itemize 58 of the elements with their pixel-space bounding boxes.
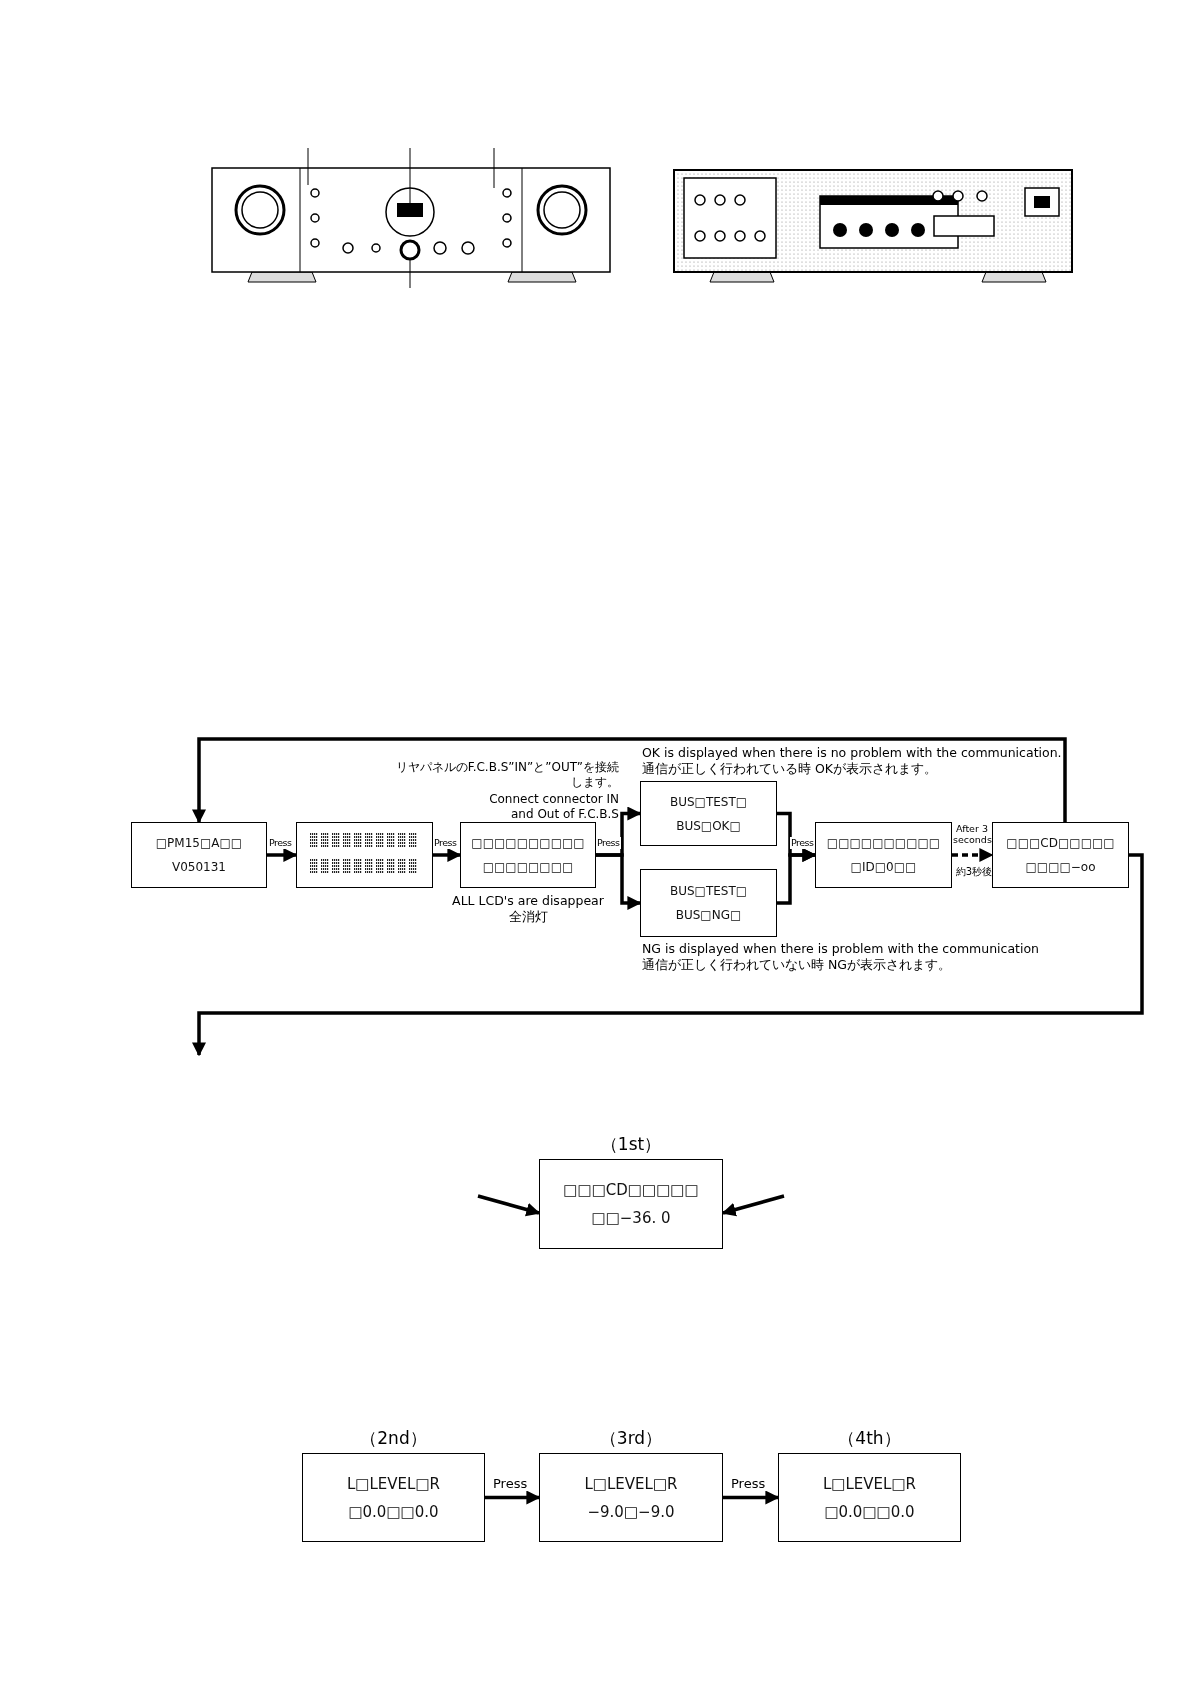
display-text: BUS□NG□ bbox=[675, 907, 742, 924]
arrow bbox=[723, 1490, 780, 1505]
note-text: NG is displayed when there is problem with the communication bbox=[642, 941, 1040, 956]
display-text: V050131 bbox=[172, 859, 226, 876]
display-text: □□−36. 0 bbox=[591, 1208, 671, 1228]
display-text: □□□CD□□□□□ bbox=[1006, 835, 1115, 852]
step-heading: （2nd） bbox=[359, 1427, 428, 1450]
note-text: 約3秒後 bbox=[954, 865, 994, 879]
note-text: 全消灯 bbox=[507, 909, 549, 924]
lcd-screen bbox=[131, 822, 267, 888]
display-text: □PM15□A□□ bbox=[155, 835, 243, 852]
note-text: Connect connector IN and Out of F.C.B.S bbox=[488, 792, 619, 822]
display-text: □□□CD□□□□□ bbox=[563, 1180, 699, 1200]
edge-label: After 3 seconds bbox=[952, 823, 992, 845]
edge-label: Press bbox=[730, 1478, 767, 1490]
arrow bbox=[477, 1194, 541, 1217]
lcd-screen bbox=[460, 822, 596, 888]
note-text: リヤパネルのF.C.B.S”IN”と”OUT”を接続します。 bbox=[394, 760, 619, 790]
step-heading: （1st） bbox=[599, 1133, 663, 1156]
note-text: 通信が正しく行われている時 OKが表示されます。 bbox=[642, 761, 937, 776]
display-text: □0.0□□0.0 bbox=[348, 1501, 439, 1522]
display-text: □ID□0□□ bbox=[850, 859, 917, 876]
display-text: L□LEVEL□R bbox=[584, 1473, 678, 1494]
display-text: BUS□TEST□ bbox=[669, 883, 748, 900]
arrow bbox=[485, 1490, 541, 1505]
edge-label: Press bbox=[596, 837, 621, 849]
arrow bbox=[192, 853, 1144, 1057]
lcd-screen bbox=[992, 822, 1129, 888]
display-text: −9.0□−9.0 bbox=[587, 1501, 675, 1522]
display-text: □0.0□□0.0 bbox=[824, 1501, 915, 1522]
step-heading: （4th） bbox=[837, 1427, 902, 1450]
arrow bbox=[721, 1194, 785, 1217]
display-text: L□LEVEL□R bbox=[346, 1473, 441, 1494]
lcd-screen bbox=[640, 781, 777, 846]
edge-label: Press bbox=[492, 1478, 529, 1490]
arrow bbox=[267, 848, 298, 862]
note-text: OK is displayed when there is no problem with the communication. bbox=[642, 745, 1062, 760]
note-text: ALL LCD's are disappear bbox=[451, 893, 605, 908]
step-heading: （3rd） bbox=[598, 1427, 664, 1450]
display-text: □□□□□□□□□□ bbox=[826, 835, 941, 852]
display-text: BUS□OK□ bbox=[676, 817, 741, 835]
lcd-screen bbox=[815, 822, 952, 888]
arrow bbox=[952, 848, 994, 862]
edge-label: Press bbox=[790, 837, 815, 849]
arrow bbox=[777, 848, 817, 905]
arrow bbox=[192, 737, 1067, 824]
note-text: 通信が正しく行われていない時 NGが表示されます。 bbox=[642, 957, 951, 972]
display-text: BUS□TEST□ bbox=[669, 793, 748, 811]
display-text: L□LEVEL□R bbox=[822, 1473, 917, 1494]
arrow bbox=[433, 848, 462, 862]
edge-label: Press bbox=[268, 837, 293, 849]
display-text: □□□□−oo bbox=[1025, 859, 1096, 876]
lcd-screen bbox=[296, 822, 433, 888]
arrow bbox=[596, 853, 642, 910]
lcd-screen bbox=[640, 869, 777, 937]
edge-label: Press bbox=[433, 837, 458, 849]
display-text: □□□□□□□□□□ bbox=[471, 835, 585, 852]
display-text: □□□□□□□□ bbox=[482, 859, 574, 876]
